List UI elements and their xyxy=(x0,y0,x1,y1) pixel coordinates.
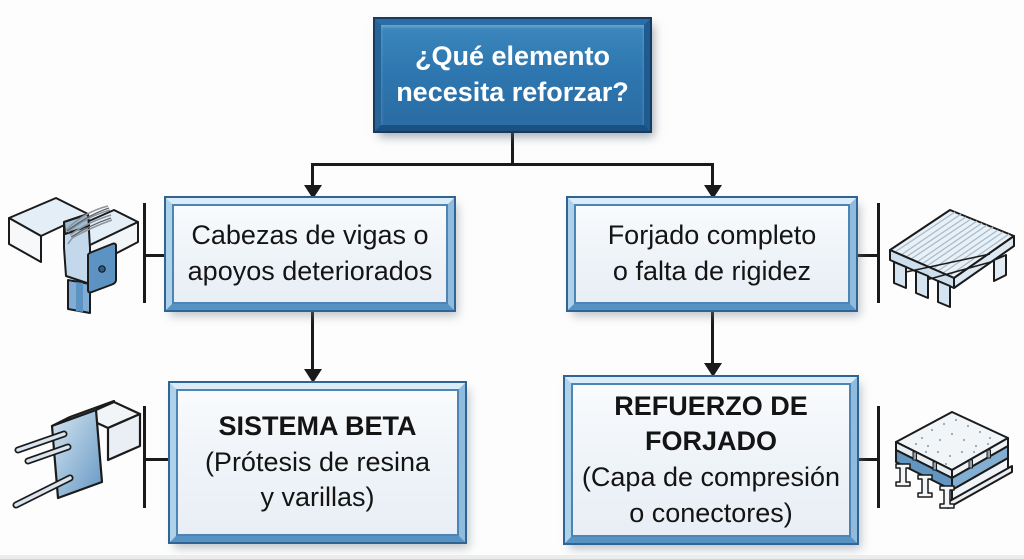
solution-sistema-beta-detail: (Prótesis de resina y varillas) xyxy=(204,446,431,513)
connector-left-solution xyxy=(311,310,314,370)
resin-prosthesis-rods-icon xyxy=(12,399,142,509)
solution-refuerzo-forjado-detail: (Capa de compresión o conectores) xyxy=(581,462,841,528)
arrowhead-left-condition xyxy=(304,185,322,199)
timber-floor-joists-icon xyxy=(889,209,1015,308)
root-question-box: ¿Qué elemento necesita reforzar? xyxy=(373,17,652,133)
tick-top-left-horizontal xyxy=(143,254,167,257)
condition-box-beam-heads: Cabezas de vigas o apoyos deteriorados xyxy=(164,196,456,312)
root-question-label: ¿Qué elemento necesita reforzar? xyxy=(396,41,629,107)
tick-bottom-right-horizontal xyxy=(855,458,880,461)
tick-top-right-horizontal xyxy=(855,254,880,257)
arrowhead-right-condition xyxy=(704,185,722,199)
bottom-edge xyxy=(0,555,1024,559)
compression-layer-slab-icon xyxy=(895,411,1013,509)
condition-beam-heads-label: Cabezas de vigas o apoyos deteriorados xyxy=(187,220,433,286)
tick-top-left-vertical xyxy=(143,203,146,303)
solution-box-refuerzo-forjado: REFUERZO DE FORJADO (Capa de compresión … xyxy=(563,375,859,545)
connector-left-drop xyxy=(311,163,314,187)
connector-right-solution xyxy=(711,310,714,364)
arrowhead-right-solution xyxy=(704,363,722,377)
tick-top-right-vertical xyxy=(877,203,880,303)
solution-box-sistema-beta: SISTEMA BETA (Prótesis de resina y varil… xyxy=(168,381,467,544)
solution-refuerzo-forjado-title: REFUERZO DE FORJADO xyxy=(614,390,808,457)
tick-bottom-left-vertical xyxy=(143,406,146,508)
deteriorated-beam-head-icon xyxy=(8,197,139,314)
connector-branch-bar xyxy=(311,163,714,166)
solution-sistema-beta-title: SISTEMA BETA xyxy=(218,411,417,442)
tick-bottom-left-horizontal xyxy=(143,458,171,461)
condition-floor-label: Forjado completo o falta de rigidez xyxy=(607,220,817,286)
connector-right-drop xyxy=(711,163,714,187)
condition-box-floor: Forjado completo o falta de rigidez xyxy=(566,196,858,312)
connector-root-stem xyxy=(511,130,514,164)
tick-bottom-right-vertical xyxy=(877,406,880,508)
arrowhead-left-solution xyxy=(304,369,322,383)
